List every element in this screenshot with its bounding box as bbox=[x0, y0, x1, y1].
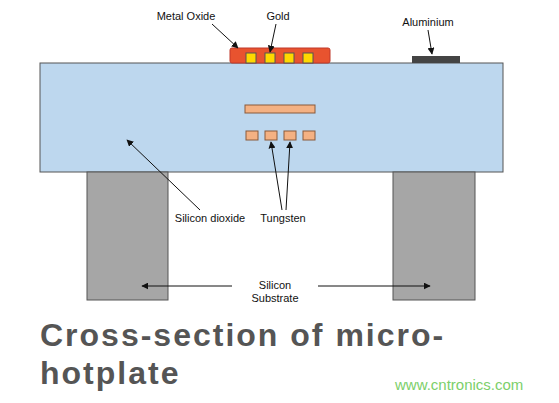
substrate-right bbox=[393, 172, 475, 300]
part-label: Tungsten bbox=[260, 212, 305, 225]
gold-electrodes bbox=[246, 53, 313, 63]
caption: Cross-section of micro-hotplate bbox=[40, 316, 540, 392]
part-label: Silicon Substrate bbox=[235, 279, 315, 305]
watermark: www.cntronics.com bbox=[395, 376, 523, 394]
part-label: Metal Oxide bbox=[157, 10, 216, 23]
tungsten-heater bbox=[245, 105, 315, 140]
substrate-left bbox=[87, 172, 168, 300]
leader-lines bbox=[127, 24, 432, 286]
part-label: Silicon dioxide bbox=[175, 212, 245, 225]
part-label: Gold bbox=[266, 10, 289, 23]
aluminium-pad bbox=[412, 56, 460, 63]
part-label: Aluminium bbox=[402, 16, 453, 29]
metal-oxide bbox=[230, 48, 330, 63]
oxide-layer bbox=[40, 63, 503, 172]
